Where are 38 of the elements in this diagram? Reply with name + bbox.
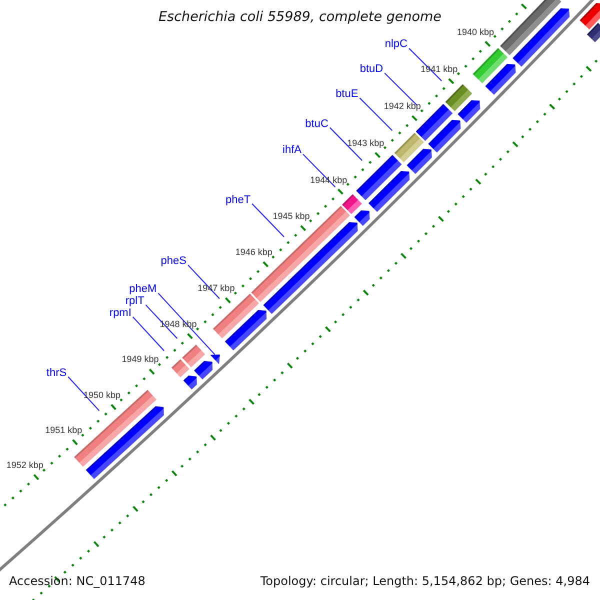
gene-block: [445, 84, 472, 112]
tick-label: 1950 kbp: [83, 390, 121, 400]
leader-line: [158, 292, 216, 356]
gene-block: [356, 154, 402, 200]
gene-label: btuE: [336, 88, 358, 100]
gene-triangle: [210, 354, 220, 364]
gene-label: btuD: [360, 63, 384, 76]
gene-label: nlpC: [384, 38, 408, 50]
gene-block: [394, 132, 424, 162]
gene-label: pheT: [226, 194, 251, 206]
leader-line: [384, 72, 418, 106]
gene-block: [182, 344, 206, 368]
tick-label: 1949 kbp: [122, 354, 159, 364]
gene-block: [171, 359, 190, 378]
tick-label: 1951 kbp: [45, 424, 82, 435]
leader-line: [252, 203, 285, 238]
gene-block: [342, 194, 362, 214]
tick-label: 1945 kbp: [272, 210, 310, 221]
leader-line: [329, 127, 363, 161]
leader-line: [68, 376, 100, 412]
genome-stats-text: Topology: circular; Length: 5,154,862 bp; Genes: 4,984: [260, 574, 590, 589]
map-title: Escherichia coli 55989, complete genome: [158, 9, 442, 25]
gene-label: thrS: [46, 366, 67, 379]
gene-label: rpmI: [109, 306, 132, 319]
gene-block: [212, 294, 260, 338]
gene-label: pheM: [129, 283, 157, 296]
gene-label: btuC: [305, 118, 328, 130]
tick-label: 1946 kbp: [235, 247, 272, 257]
gene-label: rplT: [125, 294, 144, 307]
tick-label: 1943 kbp: [347, 138, 384, 148]
tick-label: 1952 kbp: [6, 460, 44, 470]
tick-label: 1940 kbp: [456, 27, 494, 37]
gene-label: pheS: [160, 255, 186, 268]
leader-line: [132, 316, 165, 352]
accession-text: Accession: NC_011748: [9, 574, 146, 589]
tick-label: 1942 kbp: [384, 101, 421, 112]
leader-line: [145, 304, 178, 339]
gene-label: ihfA: [282, 144, 302, 156]
